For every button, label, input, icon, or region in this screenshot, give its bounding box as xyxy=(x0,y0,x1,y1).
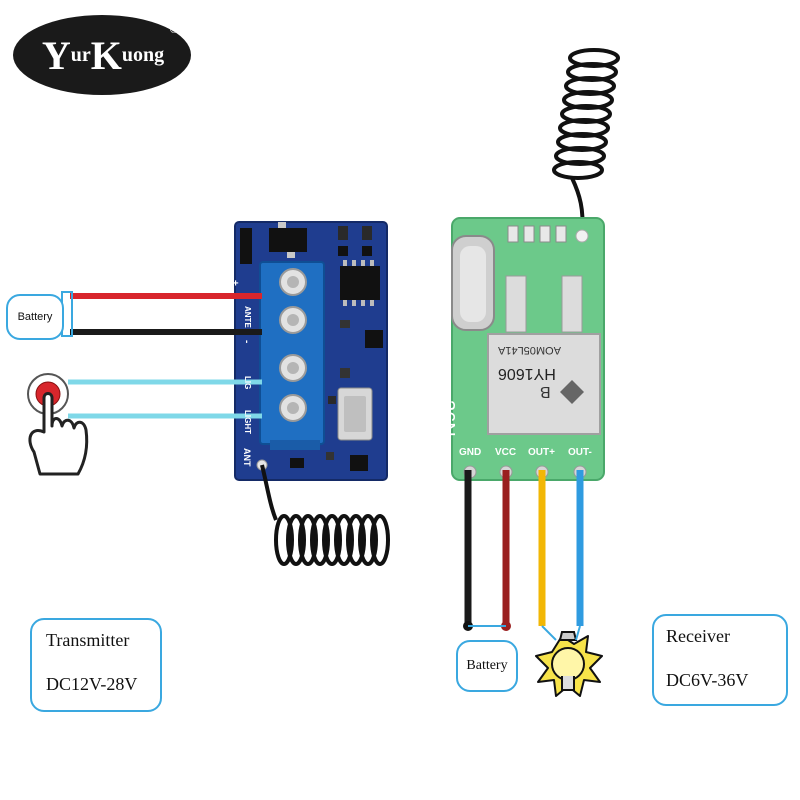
transmitter-smd-component xyxy=(362,246,372,256)
logo-text-ur: ur xyxy=(70,43,91,66)
light-bulb-icon xyxy=(535,631,603,697)
terminal-screws xyxy=(279,268,307,422)
transmitter-smd-component xyxy=(340,368,350,378)
bulb-connections xyxy=(541,625,581,641)
receiver-smd-components xyxy=(507,225,567,243)
transmitter-smd-component xyxy=(326,452,334,460)
receiver-board-mark: 36N xyxy=(436,400,458,437)
transmitter-pin-minus: - xyxy=(241,340,252,344)
receiver-info-box: Receiver DC6V-36V xyxy=(652,614,788,706)
transmitter-pin-ante: ANTE xyxy=(243,306,252,328)
receiver-chip-line2: AOM05L41A xyxy=(498,344,561,356)
transmitter-smd-component xyxy=(328,396,336,404)
receiver-chip-line1: HY1606 xyxy=(498,365,556,382)
transmitter-crystal-top xyxy=(344,396,366,432)
terminal-block-base xyxy=(270,440,320,450)
logo-letter-y: Y xyxy=(41,32,71,78)
receiver-chip-letter: B xyxy=(540,383,551,400)
receiver-crystal-top xyxy=(460,246,486,322)
transmitter-ant-label: ANT xyxy=(242,448,252,467)
receiver-pin-vcc: VCC xyxy=(495,447,517,458)
receiver-pin-out-minus: OUT- xyxy=(568,447,592,458)
receiver-pin-gnd: GND xyxy=(459,447,482,458)
transmitter-transistor xyxy=(350,455,368,471)
receiver-mosfet-leg xyxy=(505,275,527,333)
transmitter-antenna-lead xyxy=(260,464,278,521)
receiver-mosfet-chip xyxy=(487,333,601,435)
transmitter-title: Transmitter xyxy=(46,630,130,650)
transmitter-voltage: DC12V-28V xyxy=(46,674,138,694)
transmitter-smd-component xyxy=(340,320,350,328)
transmitter-ic xyxy=(340,266,380,300)
receiver-mosfet-leg xyxy=(561,275,583,333)
transmitter-transistor xyxy=(365,330,383,348)
transmitter-pin-light: LIGHT xyxy=(243,410,252,434)
transmitter-smd-component xyxy=(290,458,304,468)
receiver-pin-out-plus: OUT+ xyxy=(528,447,555,458)
pointing-hand-icon xyxy=(28,392,89,476)
transmitter-regulator-pin xyxy=(287,252,295,258)
receiver-battery-label: Battery xyxy=(456,640,518,692)
logo-letter-k: K xyxy=(90,32,122,78)
transmitter-diode xyxy=(240,228,252,264)
transmitter-smd-component xyxy=(362,226,372,240)
transmitter-antenna-coil xyxy=(274,514,390,566)
brand-logo-badge xyxy=(13,15,191,95)
transmitter-pin-lig: LIG xyxy=(243,376,252,390)
transmitter-smd-component xyxy=(338,226,348,240)
transmitter-regulator xyxy=(269,228,307,252)
transmitter-pin-plus: + xyxy=(229,280,240,286)
transmitter-ic-pins xyxy=(343,260,374,306)
receiver-voltage: DC6V-36V xyxy=(666,670,749,690)
transmitter-smd-component xyxy=(338,246,348,256)
receiver-antenna-coil xyxy=(552,48,620,180)
transmitter-info-box: Transmitter DC12V-28V xyxy=(30,618,162,712)
chip-logo-icon xyxy=(560,380,584,404)
transmitter-regulator-pin xyxy=(278,222,286,228)
receiver-antenna-pad xyxy=(575,229,589,243)
receiver-title: Receiver xyxy=(666,626,730,646)
transmitter-battery-label: Battery xyxy=(6,294,64,340)
logo-text-uong: uong xyxy=(121,43,165,66)
registered-mark: ® xyxy=(170,24,179,36)
